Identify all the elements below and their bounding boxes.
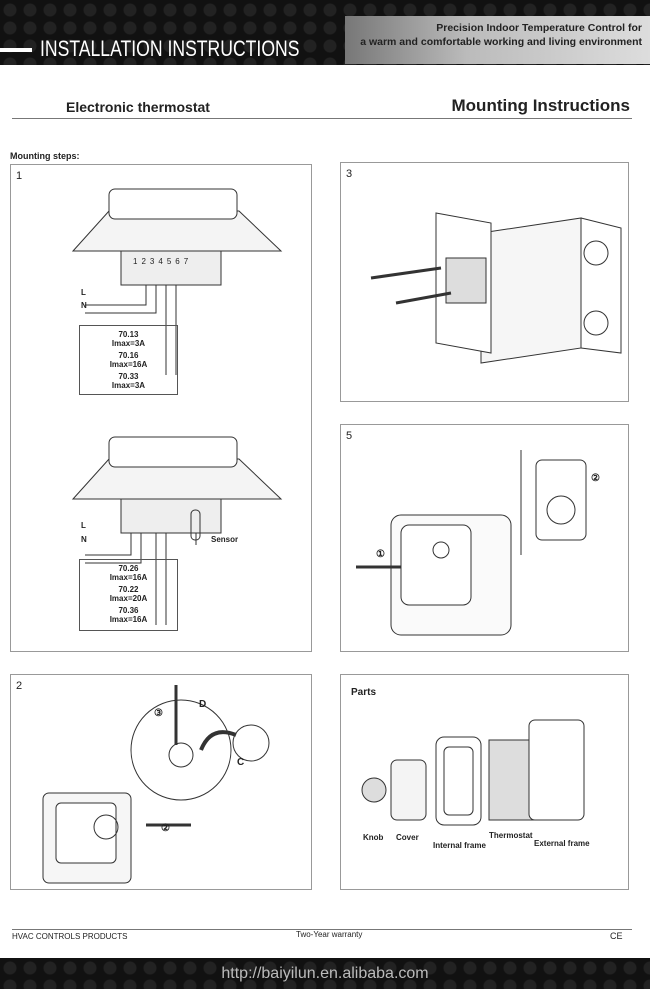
terminal-number: 6: [175, 257, 184, 266]
banner-title: INSTALLATION INSTRUCTIONS: [40, 36, 300, 61]
imax: Imax=16A: [109, 573, 148, 582]
product-name: Electronic thermostat: [66, 99, 210, 115]
imax: Imax=3A: [111, 381, 146, 390]
terminal-number: 2: [141, 257, 150, 266]
wiring-diagram: [71, 188, 283, 625]
cover-removal-diagram: [356, 450, 587, 636]
imax: Imax=16A: [109, 360, 148, 369]
footer-company: HVAC CONTROLS PRODUCTS: [12, 932, 128, 941]
model: 70.13: [118, 330, 139, 339]
model: 70.26: [118, 564, 139, 573]
parts-panel: Parts Knob Cover Internal frame Thermost…: [340, 674, 629, 890]
part-thermostat: Thermostat: [489, 831, 533, 840]
model: 70.16: [118, 351, 139, 360]
label-N: N: [81, 535, 87, 544]
model: 70.36: [118, 606, 139, 615]
banner-tagline-1: Precision Indoor Temperature Control for: [436, 22, 642, 34]
label-sensor: Sensor: [211, 535, 239, 544]
step-number: 3: [346, 168, 353, 180]
imax: Imax=16A: [109, 615, 148, 624]
step-2-panel: 2 ③ D C ②: [10, 674, 312, 890]
footer-warranty: Two-Year warranty: [296, 930, 363, 939]
terminal-number: 3: [149, 257, 159, 266]
terminal-number: 4: [158, 257, 167, 266]
mounting-box-diagram: [370, 212, 622, 364]
footer-divider: [12, 929, 632, 930]
callout-2: ②: [591, 473, 600, 484]
terminal-numbers: 1234567: [133, 257, 192, 266]
adjustment-diagram: [42, 685, 270, 884]
step-number: 5: [346, 430, 353, 442]
page-heading: Mounting Instructions: [451, 96, 630, 115]
site-url[interactable]: http://baiyilun.en.alibaba.com: [221, 965, 429, 982]
step-number: 2: [16, 680, 23, 692]
terminal-number: 1: [133, 257, 142, 266]
callout-3: ③: [154, 708, 163, 719]
model: 70.22: [118, 585, 139, 594]
callout-D: D: [199, 699, 207, 710]
terminal-number: 7: [183, 257, 193, 266]
url-bar: http://baiyilun.en.alibaba.com: [0, 958, 650, 989]
callout-1: ①: [376, 549, 385, 560]
exploded-parts-diagram: [361, 719, 585, 826]
imax: Imax=3A: [111, 339, 146, 348]
banner-accent-bar: [0, 48, 32, 52]
banner-tagline-2: a warm and comfortable working and livin…: [360, 36, 642, 48]
callout-C: C: [237, 757, 245, 768]
part-internal-frame: Internal frame: [433, 841, 486, 850]
ce-mark: CE: [610, 931, 623, 941]
callout-2: ②: [161, 823, 170, 834]
part-external-frame: External frame: [534, 839, 590, 848]
terminal-number: 5: [166, 257, 176, 266]
part-cover: Cover: [396, 833, 419, 842]
parts-title: Parts: [351, 687, 377, 698]
model: 70.33: [118, 372, 139, 381]
step-number: 1: [16, 170, 23, 182]
step-3-panel: 3: [340, 162, 629, 402]
step-5-panel: 5 ① ②: [340, 424, 629, 652]
banner: Precision Indoor Temperature Control for…: [0, 0, 650, 65]
label-N: N: [81, 301, 87, 310]
steps-label: Mounting steps:: [10, 151, 80, 161]
banner-photo: Precision Indoor Temperature Control for…: [345, 16, 650, 64]
part-knob: Knob: [363, 833, 384, 842]
label-L: L: [81, 288, 86, 297]
header-divider: [12, 118, 632, 119]
imax: Imax=20A: [109, 594, 148, 603]
label-L: L: [81, 521, 86, 530]
